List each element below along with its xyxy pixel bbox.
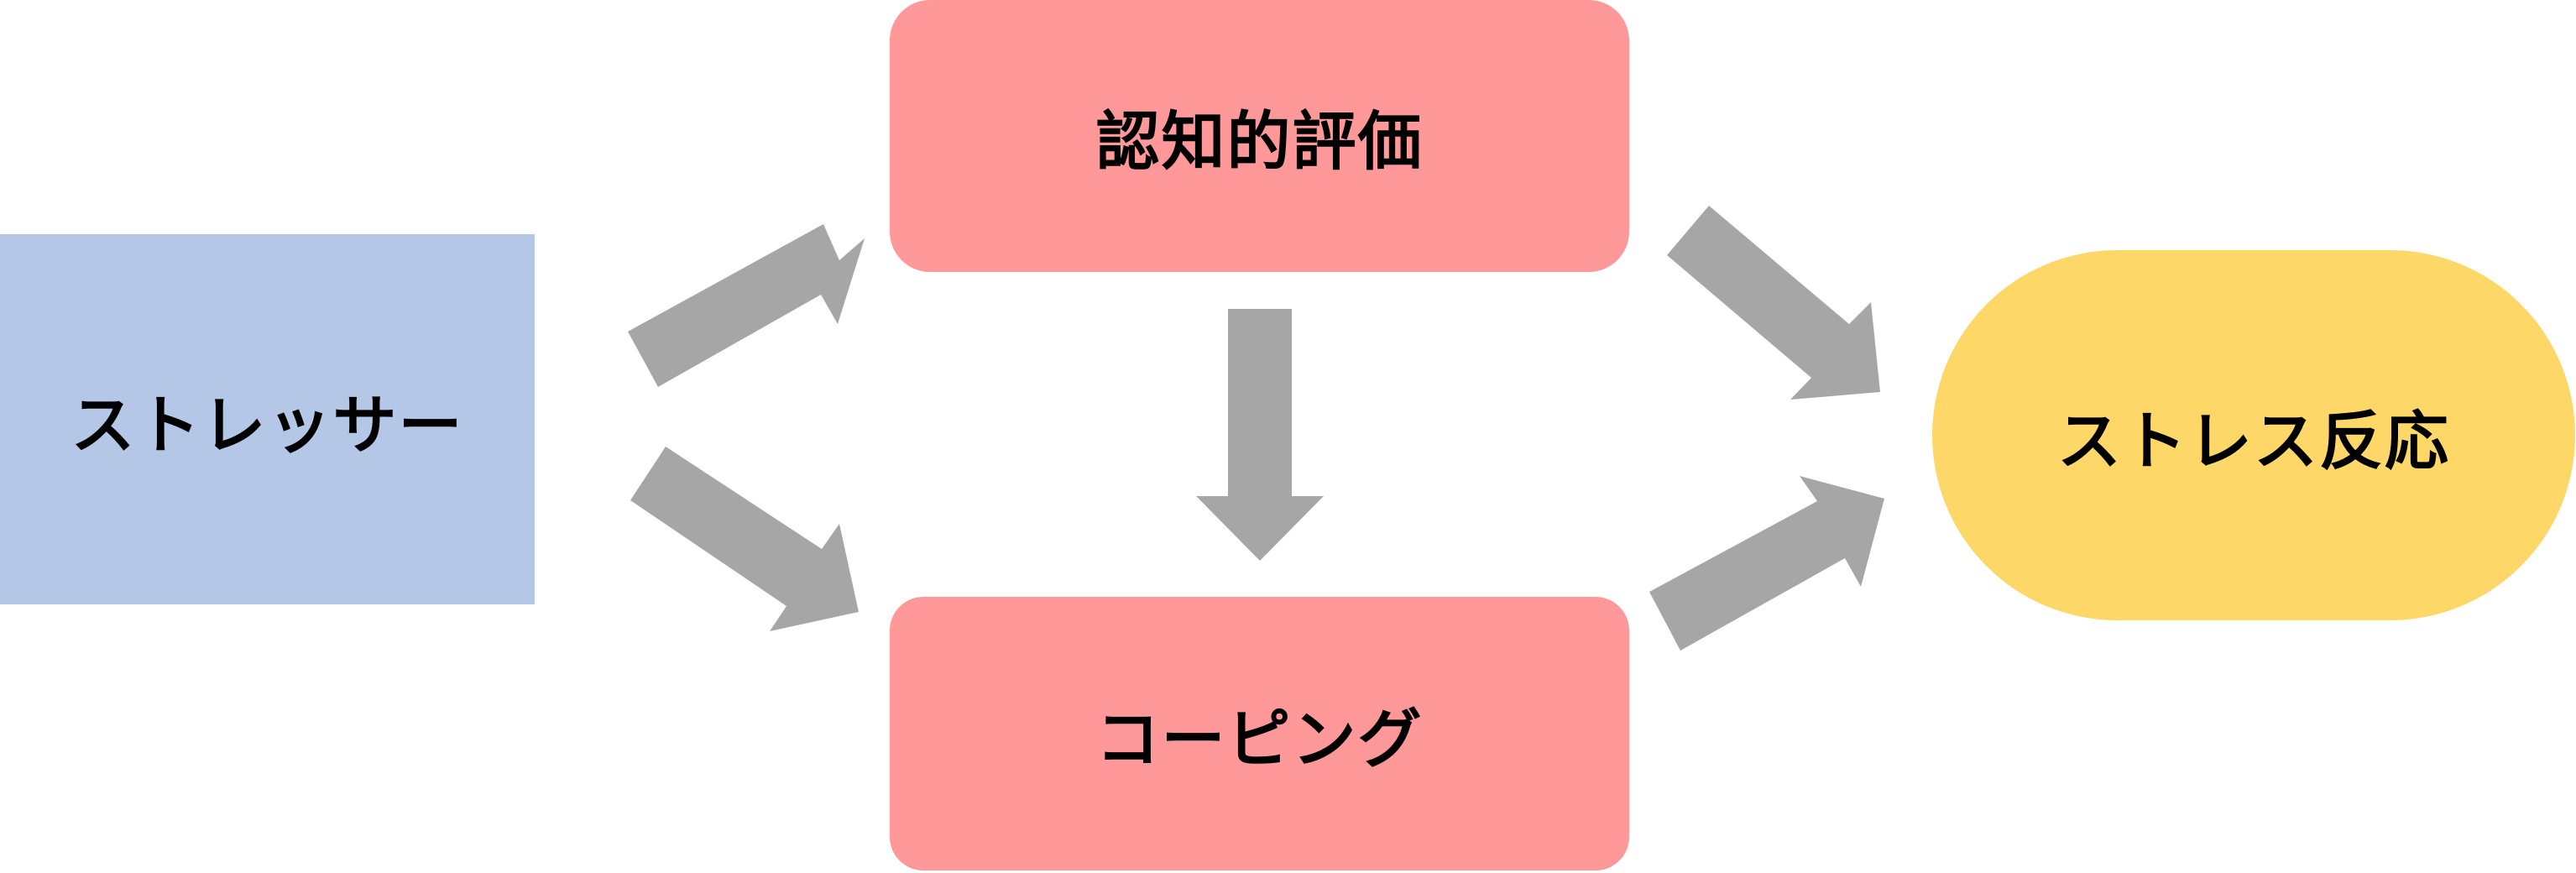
arrow-coping-to-response xyxy=(1649,476,1884,651)
node-cognitive-appraisal-label: 認知的評価 xyxy=(1095,104,1424,179)
node-coping-label: コーピング xyxy=(1095,702,1424,776)
node-coping: コーピング xyxy=(890,597,1629,870)
node-stressor: ストレッサー xyxy=(0,234,535,604)
arrow-appraisal-to-response xyxy=(1667,206,1880,400)
node-stress-response: ストレス反応 xyxy=(1932,250,2575,620)
node-stressor-label: ストレッサー xyxy=(71,387,464,463)
arrow-stressor-to-appraisal xyxy=(628,224,865,387)
arrow-stressor-to-coping xyxy=(630,447,859,631)
node-cognitive-appraisal: 認知的評価 xyxy=(890,0,1629,272)
arrow-appraisal-to-coping xyxy=(1196,309,1324,561)
node-stress-response-label: ストレス反応 xyxy=(2057,403,2450,478)
